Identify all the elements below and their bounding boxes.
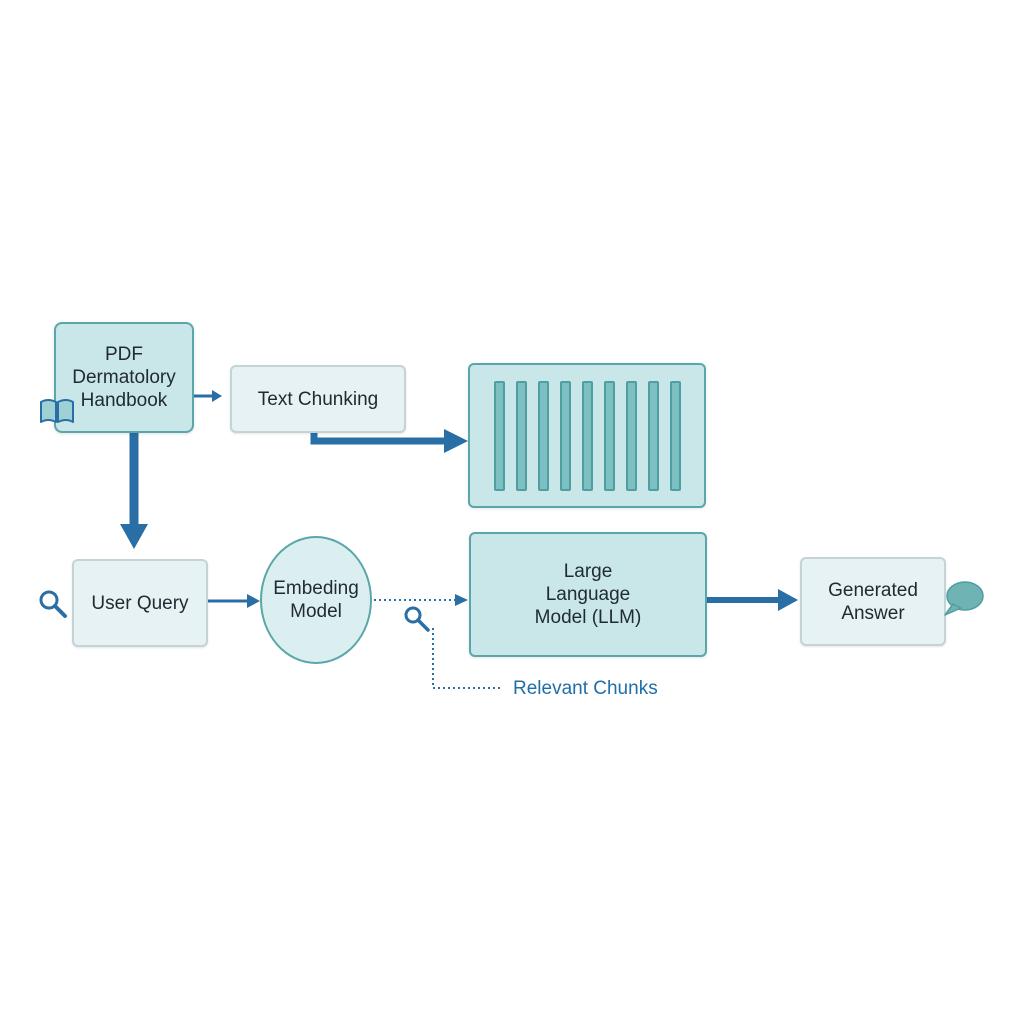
chunk-bar	[582, 381, 593, 491]
answer-line-1: Generated	[828, 579, 918, 601]
arrow-llm-to-answer	[707, 589, 798, 611]
user-query-node: User Query	[72, 559, 208, 647]
chunk-bar	[494, 381, 505, 491]
arrow-pdf-to-query	[120, 433, 148, 549]
pdf-handbook-node: PDF Dermatolory Handbook	[54, 322, 194, 433]
generated-answer-node: Generated Answer	[800, 557, 946, 646]
llm-line-2: Language	[545, 584, 631, 605]
pdf-line-1: PDF	[104, 344, 143, 365]
answer-line-2: Answer	[841, 602, 905, 624]
pdf-line-2: Dermatolory	[72, 367, 176, 388]
chunk-bar	[626, 381, 637, 491]
llm-node: Large Language Model (LLM)	[469, 532, 707, 657]
chunk-bar	[670, 381, 681, 491]
speech-bubble-icon	[944, 581, 984, 616]
chunk-bar	[538, 381, 549, 491]
user-query-label: User Query	[91, 592, 189, 614]
llm-line-1: Large	[563, 561, 613, 582]
arrow-pdf-to-chunking	[194, 390, 222, 402]
relevant-chunks-connector	[432, 628, 502, 689]
chunk-bar	[648, 381, 659, 491]
embedding-line-1: Embeding	[273, 578, 359, 599]
llm-line-3: Model (LLM)	[534, 607, 642, 628]
text-chunking-label: Text Chunking	[257, 388, 379, 410]
search-icon	[404, 606, 430, 632]
chunk-bar	[560, 381, 571, 491]
arrow-chunking-to-store	[310, 429, 468, 453]
text-chunking-node: Text Chunking	[230, 365, 406, 433]
chunk-bar	[516, 381, 527, 491]
chunk-store-node	[468, 363, 706, 508]
embedding-model-node: Embeding Model	[260, 536, 372, 664]
relevant-chunks-label: Relevant Chunks	[513, 678, 658, 699]
arrow-query-to-embedding	[208, 594, 260, 608]
arrow-embedding-to-llm	[374, 594, 468, 606]
search-icon	[39, 590, 67, 618]
pdf-line-3: Handbook	[80, 390, 168, 411]
chunk-bar	[604, 381, 615, 491]
book-icon	[40, 399, 74, 423]
embedding-line-2: Model	[290, 601, 342, 622]
